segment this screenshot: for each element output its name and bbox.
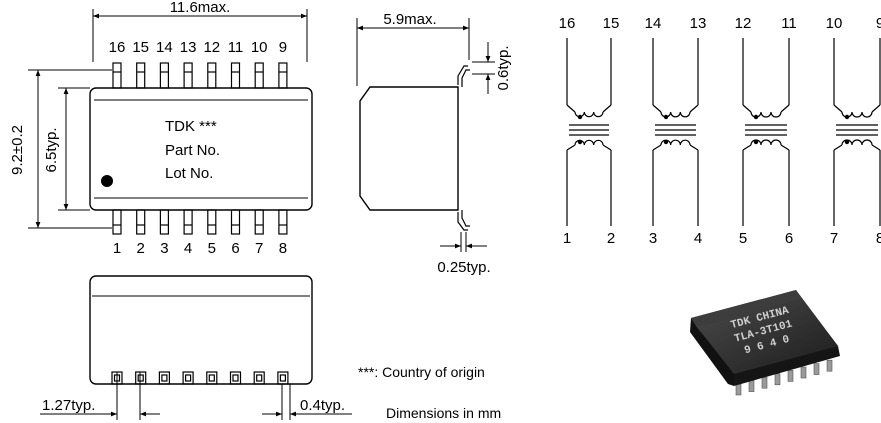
side-width-label: 5.9max.: [383, 11, 436, 28]
component-photo: TDK CHINA TLA-3T101 9 6 4 0: [690, 290, 840, 396]
marking-line-2: Part No.: [165, 142, 220, 159]
top-view: [28, 9, 313, 235]
lead: [229, 371, 242, 385]
schematic-pin-number: 2: [607, 230, 615, 247]
transformer: [566, 38, 612, 226]
lead: [136, 209, 146, 235]
top-pin-number: 16: [109, 39, 126, 56]
height-dimension-label: 9.2±0.2: [9, 125, 26, 175]
transformer: [742, 38, 790, 226]
schematic-pin-number: 12: [735, 15, 752, 32]
top-pin-number: 12: [203, 39, 220, 56]
top-pin-number: 13: [180, 39, 197, 56]
schematic-pin-number: 15: [603, 15, 620, 32]
lead: [206, 371, 218, 385]
schematic-pin-number: 16: [559, 15, 576, 32]
origin-note: ***: Country of origin: [358, 364, 485, 380]
photo-lead: [774, 373, 781, 386]
photo-lead: [813, 363, 820, 375]
schematic-pin-number: 8: [876, 230, 881, 247]
lead: [112, 209, 122, 235]
lead: [183, 62, 193, 89]
lead: [135, 371, 147, 385]
photo-lead: [748, 380, 755, 392]
pitch-label: 1.27typ.: [42, 397, 95, 414]
top-view-upper-leads: [112, 62, 288, 89]
bottom-pin-number: 2: [137, 240, 145, 257]
bottom-pin-number: 7: [255, 240, 263, 257]
schematic-pin-number: 10: [826, 15, 843, 32]
transformer-schematic: [566, 38, 881, 226]
bottom-pin-number: 3: [160, 240, 168, 257]
lead: [159, 62, 169, 89]
top-pin-numbers: 16 15 14 13 12 11 10 9: [109, 39, 287, 56]
photo-lead: [800, 366, 807, 379]
marking-line-3: Lot No.: [165, 165, 213, 182]
body-dimension-label: 6.5typ.: [43, 127, 60, 172]
bottom-pin-number: 6: [231, 240, 239, 257]
schematic-pin-number: 1: [563, 230, 571, 247]
width-dimension-label: 11.6max.: [170, 0, 231, 16]
lead-width-label: 0.4typ.: [300, 397, 345, 414]
bottom-pin-number: 4: [184, 240, 192, 257]
photo-lead: [761, 376, 768, 389]
front-view: [40, 275, 352, 420]
top-pin-number: 10: [251, 39, 268, 56]
lead: [207, 209, 217, 235]
lead: [278, 209, 288, 235]
bottom-pin-number: 1: [113, 240, 121, 257]
schematic-pin-number: 9: [876, 15, 881, 32]
units-note: Dimensions in mm: [386, 405, 501, 421]
schematic-bottom-pin-numbers: 1 2 3 4 5 6 7 8: [563, 230, 881, 247]
schematic-pin-number: 11: [781, 15, 797, 32]
lead: [183, 209, 193, 235]
lead-thickness-label: 0.25typ.: [437, 259, 490, 276]
lead: [207, 62, 217, 89]
lead: [112, 62, 122, 89]
schematic-pin-number: 14: [645, 15, 662, 32]
lead: [159, 209, 169, 235]
lead: [158, 371, 170, 385]
lead: [230, 62, 241, 89]
lead: [277, 371, 289, 385]
package-body: [89, 87, 313, 211]
lead: [182, 371, 194, 385]
lead-height-label: 0.6typ.: [495, 45, 512, 90]
transformer: [652, 38, 699, 226]
schematic-pin-number: 4: [694, 230, 702, 247]
lead: [230, 209, 241, 235]
top-pin-number: 9: [279, 39, 287, 56]
photo-lead: [826, 359, 833, 372]
top-pin-number: 11: [228, 39, 244, 56]
schematic-pin-number: 5: [739, 230, 747, 247]
lead: [254, 62, 264, 89]
photo-lead: [787, 370, 794, 382]
lead: [254, 209, 264, 235]
top-pin-number: 15: [132, 39, 149, 56]
lead: [136, 62, 146, 89]
lead: [253, 371, 265, 385]
lead: [278, 62, 288, 89]
top-pin-number: 14: [156, 39, 173, 56]
schematic-pin-number: 6: [785, 230, 793, 247]
bottom-pin-number: 8: [279, 240, 287, 257]
side-view: [356, 18, 495, 252]
photo-lead: [735, 383, 742, 396]
transformer: [833, 38, 881, 226]
schematic-top-pin-numbers: 16 15 14 13 12 11 10 9: [559, 15, 881, 32]
schematic-pin-number: 7: [830, 230, 838, 247]
pin1-indicator-dot: [101, 175, 113, 187]
bottom-pin-number: 5: [208, 240, 216, 257]
marking-line-1: TDK ***: [165, 118, 217, 135]
schematic-pin-number: 3: [649, 230, 657, 247]
schematic-pin-number: 13: [690, 15, 707, 32]
top-view-lower-leads: [112, 209, 288, 235]
